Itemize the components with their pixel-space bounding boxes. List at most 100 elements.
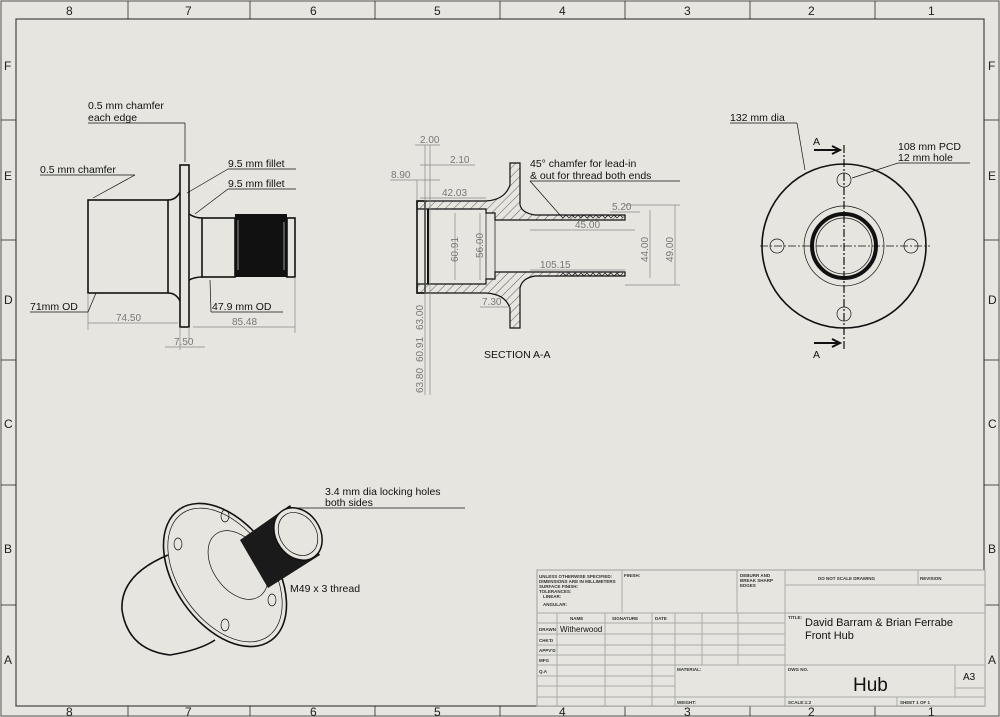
deburr-note: DEBURR AND xyxy=(740,573,771,578)
zone-row-label: B xyxy=(988,542,996,556)
dimension-60-91: 60.91 xyxy=(450,237,461,262)
zone-col-label: 1 xyxy=(928,705,935,717)
zone-col-label: 8 xyxy=(66,705,73,717)
do-not-scale-label: DO NOT SCALE DRAWING xyxy=(818,576,875,581)
zone-labels: 8 7 6 5 4 3 2 1 8 7 6 5 4 3 2 1 F E D C … xyxy=(4,4,997,717)
zone-row-label: D xyxy=(988,293,997,307)
drawing-title-line1: David Barram & Brian Ferrabe xyxy=(805,617,953,629)
chamfer-lead-in-note-line2: & out for thread both ends xyxy=(530,170,651,182)
zone-row-label: F xyxy=(988,59,995,73)
fillet-note-2: 9.5 mm fillet xyxy=(228,178,285,190)
col-header-name: NAME xyxy=(570,616,583,621)
sheet-number-label: SHEET 1 OF 1 xyxy=(900,700,931,705)
zone-col-label: 6 xyxy=(310,705,317,717)
dimension-7-30: 7.30 xyxy=(482,297,502,308)
dwg-no-label: DWG NO. xyxy=(788,667,808,672)
scale-label: SCALE:1:2 xyxy=(788,700,812,705)
drawn-by-name: Witherwood xyxy=(560,625,602,634)
zone-col-label: 4 xyxy=(559,705,566,717)
tolerance-note-line: UNLESS OTHERWISE SPECIFIED: xyxy=(539,574,613,579)
section-view: 2.00 2.10 8.90 42.03 60.91 56.00 5.20 45… xyxy=(390,135,680,395)
dimension-2-10: 2.10 xyxy=(450,155,470,166)
zone-row-label: E xyxy=(4,169,12,183)
od-71-note: 71mm OD xyxy=(30,301,78,313)
chamfer-each-edge-note-line2: each edge xyxy=(88,112,137,124)
zone-col-label: 5 xyxy=(434,705,441,717)
sheet-size: A3 xyxy=(963,672,976,683)
dimension-63-80: 63.80 xyxy=(415,368,426,393)
dimension-45-00: 45.00 xyxy=(575,220,600,231)
zone-row-label: F xyxy=(4,59,11,73)
col-header-date: DATE xyxy=(655,616,667,621)
zone-col-label: 3 xyxy=(684,4,691,18)
front-view: 0.5 mm chamfer each edge 0.5 mm chamfer … xyxy=(30,100,296,350)
row-label-checked: CHK'D xyxy=(539,638,554,643)
drawing-number: Hub xyxy=(853,675,888,696)
title-block: UNLESS OTHERWISE SPECIFIED: DIMENSIONS A… xyxy=(536,569,986,707)
dimension-42-03: 42.03 xyxy=(442,188,467,199)
zone-row-label: A xyxy=(4,653,12,667)
finish-label: FINISH: xyxy=(624,573,641,578)
dimension-105-15: 105.15 xyxy=(540,260,571,271)
zone-col-label: 2 xyxy=(808,4,815,18)
zone-row-label: D xyxy=(4,293,13,307)
zone-col-label: 7 xyxy=(185,705,192,717)
zone-col-label: 8 xyxy=(66,4,73,18)
thread-note: M49 x 3 thread xyxy=(290,583,360,595)
fillet-note-1: 9.5 mm fillet xyxy=(228,158,285,170)
row-label-mfg: MFG xyxy=(539,658,549,663)
flange-dia-note: 132 mm dia xyxy=(730,112,785,124)
pcd-note: 108 mm PCD xyxy=(898,141,961,153)
zone-col-label: 2 xyxy=(808,705,815,717)
locking-holes-note: 3.4 mm dia locking holes xyxy=(325,486,441,498)
zone-row-label: A xyxy=(988,653,996,667)
col-header-signature: SIGNATURE xyxy=(612,616,638,621)
isometric-view: 3.4 mm dia locking holes both sides M49 … xyxy=(121,486,465,656)
section-title: SECTION A-A xyxy=(484,349,551,361)
zone-col-label: 7 xyxy=(185,4,192,18)
chamfer-each-edge-note: 0.5 mm chamfer xyxy=(88,100,164,112)
row-label-qa: Q.A xyxy=(539,669,548,674)
title-label: TITLE: xyxy=(788,615,802,620)
weight-label: WEIGHT: xyxy=(677,700,696,705)
zone-col-label: 5 xyxy=(434,4,441,18)
deburr-note: BREAK SHARP xyxy=(740,578,773,583)
deburr-note: EDGES xyxy=(740,583,756,588)
dimension-44-00: 44.00 xyxy=(640,237,651,262)
zone-row-label: B xyxy=(4,542,12,556)
row-label-approved: APPV'D xyxy=(539,648,556,653)
dimension-8-90: 8.90 xyxy=(391,170,411,181)
zone-col-label: 6 xyxy=(310,4,317,18)
dimension-5-20: 5.20 xyxy=(612,202,632,213)
row-label-drawn: DRAWN xyxy=(539,627,556,632)
zone-row-label: E xyxy=(988,169,996,183)
zone-col-label: 4 xyxy=(559,4,566,18)
tolerance-note-line: LINEAR: xyxy=(543,594,562,599)
locking-holes-note-line2: both sides xyxy=(325,497,373,509)
dimension-2-00: 2.00 xyxy=(420,135,440,146)
chamfer-note: 0.5 mm chamfer xyxy=(40,164,116,176)
dimension-85-48: 85.48 xyxy=(232,317,257,328)
section-marker-top: A xyxy=(813,136,820,148)
dimension-63-00: 63.00 xyxy=(415,305,426,330)
zone-col-label: 1 xyxy=(928,4,935,18)
dimension-74-50: 74.50 xyxy=(116,313,141,324)
drawing-title-line2: Front Hub xyxy=(805,630,854,642)
dimension-56-00: 56.00 xyxy=(475,233,486,258)
dimension-49-00: 49.00 xyxy=(665,237,676,262)
material-label: MATERIAL: xyxy=(677,667,702,672)
tolerance-note-line: DIMENSIONS ARE IN MILLIMETERS xyxy=(539,579,616,584)
end-view: 132 mm dia 108 mm PCD 12 mm hole A A xyxy=(730,112,970,361)
tolerance-note-line: TOLERANCES: xyxy=(539,589,572,594)
od-47-note: 47.9 mm OD xyxy=(212,301,272,313)
zone-col-label: 3 xyxy=(684,705,691,717)
dimension-60-91-b: 60.91 xyxy=(415,337,426,362)
chamfer-lead-in-note: 45° chamfer for lead-in xyxy=(530,158,636,170)
zone-row-label: C xyxy=(4,417,13,431)
section-marker-bottom: A xyxy=(813,349,820,361)
dimension-7-50: 7.50 xyxy=(174,337,194,348)
hole-size-note: 12 mm hole xyxy=(898,152,953,164)
tolerance-note-line: ANGULAR: xyxy=(543,602,567,607)
